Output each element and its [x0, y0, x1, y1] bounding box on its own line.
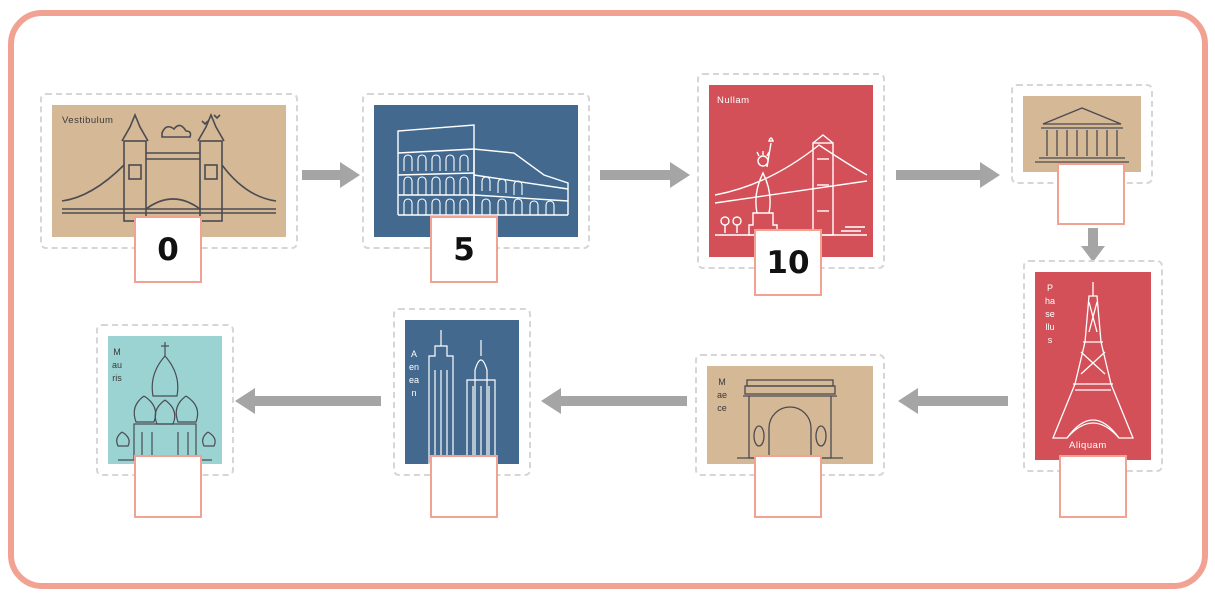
value-box[interactable]: [754, 455, 822, 518]
stamp-statue-of-liberty: Nullam: [697, 73, 885, 269]
stamp-eiffel-tower: Phasellus Aliquam: [1023, 260, 1163, 472]
arrow-right-icon: [600, 162, 690, 188]
statue-of-liberty-icon: [709, 85, 873, 257]
stamp-caption: Maece: [717, 377, 728, 413]
value-box[interactable]: [134, 455, 202, 518]
pantheon-icon: [1023, 96, 1141, 172]
stamp-caption: Nullam: [717, 95, 750, 106]
stamp-st-basils: Mauris: [96, 324, 234, 476]
st-basils-cathedral-icon: [108, 336, 222, 464]
stamp-caption-bottom: Aliquam: [1069, 440, 1107, 451]
arrow-down-icon: [1081, 228, 1105, 262]
arrow-left-icon: [235, 388, 381, 414]
stamp-empire-state: Aenean: [393, 308, 531, 476]
eiffel-tower-icon: [1035, 272, 1151, 460]
stamp-caption: Vestibulum: [62, 115, 114, 126]
value-box[interactable]: 10: [754, 229, 822, 296]
stamp-caption: Aenean: [409, 349, 420, 398]
value-box[interactable]: [1057, 163, 1125, 225]
tower-bridge-icon: [52, 105, 286, 237]
value-box[interactable]: [1059, 455, 1127, 518]
stamp-caption: Mauris: [112, 347, 123, 383]
arc-de-triomphe-icon: [707, 366, 873, 464]
value-box[interactable]: [430, 455, 498, 518]
stamp-caption: Phasellus: [1045, 283, 1056, 345]
arrow-left-icon: [541, 388, 687, 414]
skyscrapers-icon: [405, 320, 519, 464]
value-box[interactable]: 5: [430, 216, 498, 283]
value-box[interactable]: 0: [134, 216, 202, 283]
arrow-right-icon: [896, 162, 1000, 188]
colosseum-icon: [374, 105, 578, 237]
arrow-right-icon: [302, 162, 360, 188]
arrow-left-icon: [898, 388, 1008, 414]
